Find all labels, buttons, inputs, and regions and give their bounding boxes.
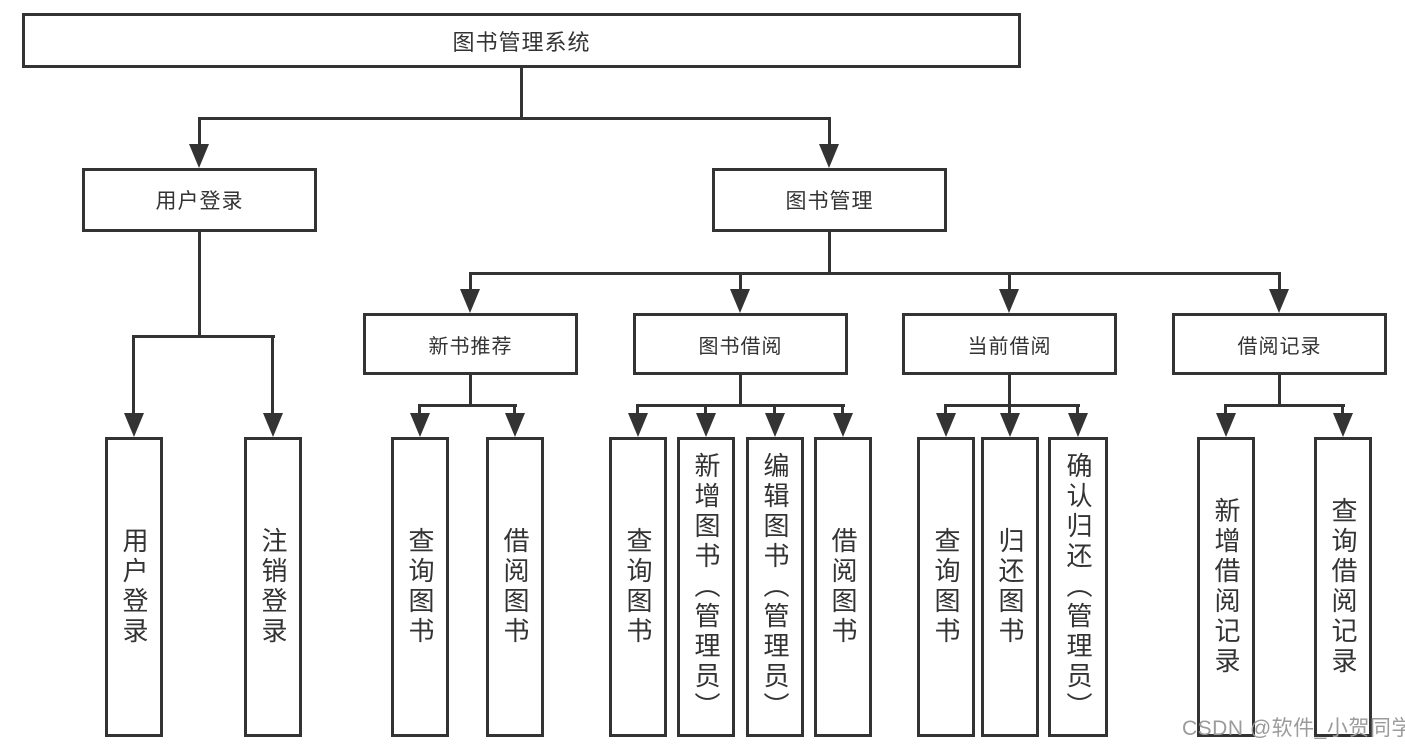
arrow-down-icon (999, 289, 1019, 313)
connector-line (418, 404, 517, 407)
leaf-user-login: 用户登录 (105, 437, 163, 737)
node-current-borrowing: 当前借阅 (902, 313, 1117, 375)
arrow-down-icon (1269, 289, 1289, 313)
connector-line (1224, 404, 1345, 407)
connector-line (198, 117, 201, 144)
leaf-bb-borrow-books: 借阅图书 (814, 437, 872, 737)
connector-line (1008, 272, 1011, 289)
arrow-down-icon (1333, 413, 1353, 437)
arrow-down-icon (696, 413, 716, 437)
leaf-logout: 注销登录 (244, 437, 302, 737)
connector-line (469, 272, 1281, 275)
node-library-system: 图书管理系统 (22, 13, 1021, 68)
connector-line (198, 232, 201, 335)
watermark-text: CSDN @软件_小贺同学 (1182, 717, 1405, 740)
connector-line (271, 335, 274, 413)
leaf-br-query-record: 查询借阅记录 (1314, 437, 1372, 737)
arrow-down-icon (124, 413, 144, 437)
connector-line (739, 375, 742, 404)
node-user-login: 用户登录 (82, 168, 317, 232)
connector-line (1224, 404, 1227, 413)
leaf-bb-query-books: 查询图书 (609, 437, 667, 737)
connector-line (198, 117, 831, 120)
arrow-down-icon (1068, 413, 1088, 437)
leaf-bb-add-books: 新增图书（管理员） (677, 437, 735, 737)
arrow-down-icon (730, 289, 750, 313)
connector-line (636, 404, 845, 407)
arrow-down-icon (819, 144, 839, 168)
leaf-cb-confirm-return: 确认归还（管理员） (1048, 437, 1108, 737)
connector-line (469, 272, 472, 289)
arrow-down-icon (765, 413, 785, 437)
arrow-down-icon (1216, 413, 1236, 437)
connector-line (132, 335, 275, 338)
connector-line (739, 272, 742, 289)
connector-line (841, 404, 844, 413)
connector-line (828, 117, 831, 144)
connector-line (944, 404, 947, 413)
connector-line (1278, 375, 1281, 404)
arrow-down-icon (833, 413, 853, 437)
connector-line (636, 404, 639, 413)
connector-line (1341, 404, 1344, 413)
connector-line (704, 404, 707, 413)
arrow-down-icon (1000, 413, 1020, 437)
leaf-br-add-record: 新增借阅记录 (1197, 437, 1255, 737)
leaf-nb-query-books: 查询图书 (391, 437, 449, 737)
node-book-management: 图书管理 (712, 168, 947, 232)
leaf-cb-query-books: 查询图书 (917, 437, 975, 737)
connector-line (513, 404, 516, 413)
connector-line (418, 404, 421, 413)
arrow-down-icon (936, 413, 956, 437)
node-new-book-recommend: 新书推荐 (363, 313, 578, 375)
arrow-down-icon (505, 413, 525, 437)
arrow-down-icon (460, 289, 480, 313)
connector-line (132, 335, 135, 413)
connector-line (1008, 375, 1011, 404)
arrow-down-icon (410, 413, 430, 437)
node-borrow-records: 借阅记录 (1172, 313, 1387, 375)
connector-line (1278, 272, 1281, 289)
node-book-borrowing: 图书借阅 (633, 313, 848, 375)
connector-line (773, 404, 776, 413)
arrow-down-icon (189, 144, 209, 168)
arrow-down-icon (263, 413, 283, 437)
connector-line (469, 375, 472, 404)
arrow-down-icon (628, 413, 648, 437)
connector-line (828, 232, 831, 272)
connector-line (944, 404, 1080, 407)
connector-line (1008, 404, 1011, 413)
connector-line (1076, 404, 1079, 413)
leaf-cb-return-books: 归还图书 (981, 437, 1039, 737)
leaf-bb-edit-books: 编辑图书（管理员） (746, 437, 804, 737)
connector-line (520, 68, 523, 117)
leaf-nb-borrow-books: 借阅图书 (486, 437, 544, 737)
